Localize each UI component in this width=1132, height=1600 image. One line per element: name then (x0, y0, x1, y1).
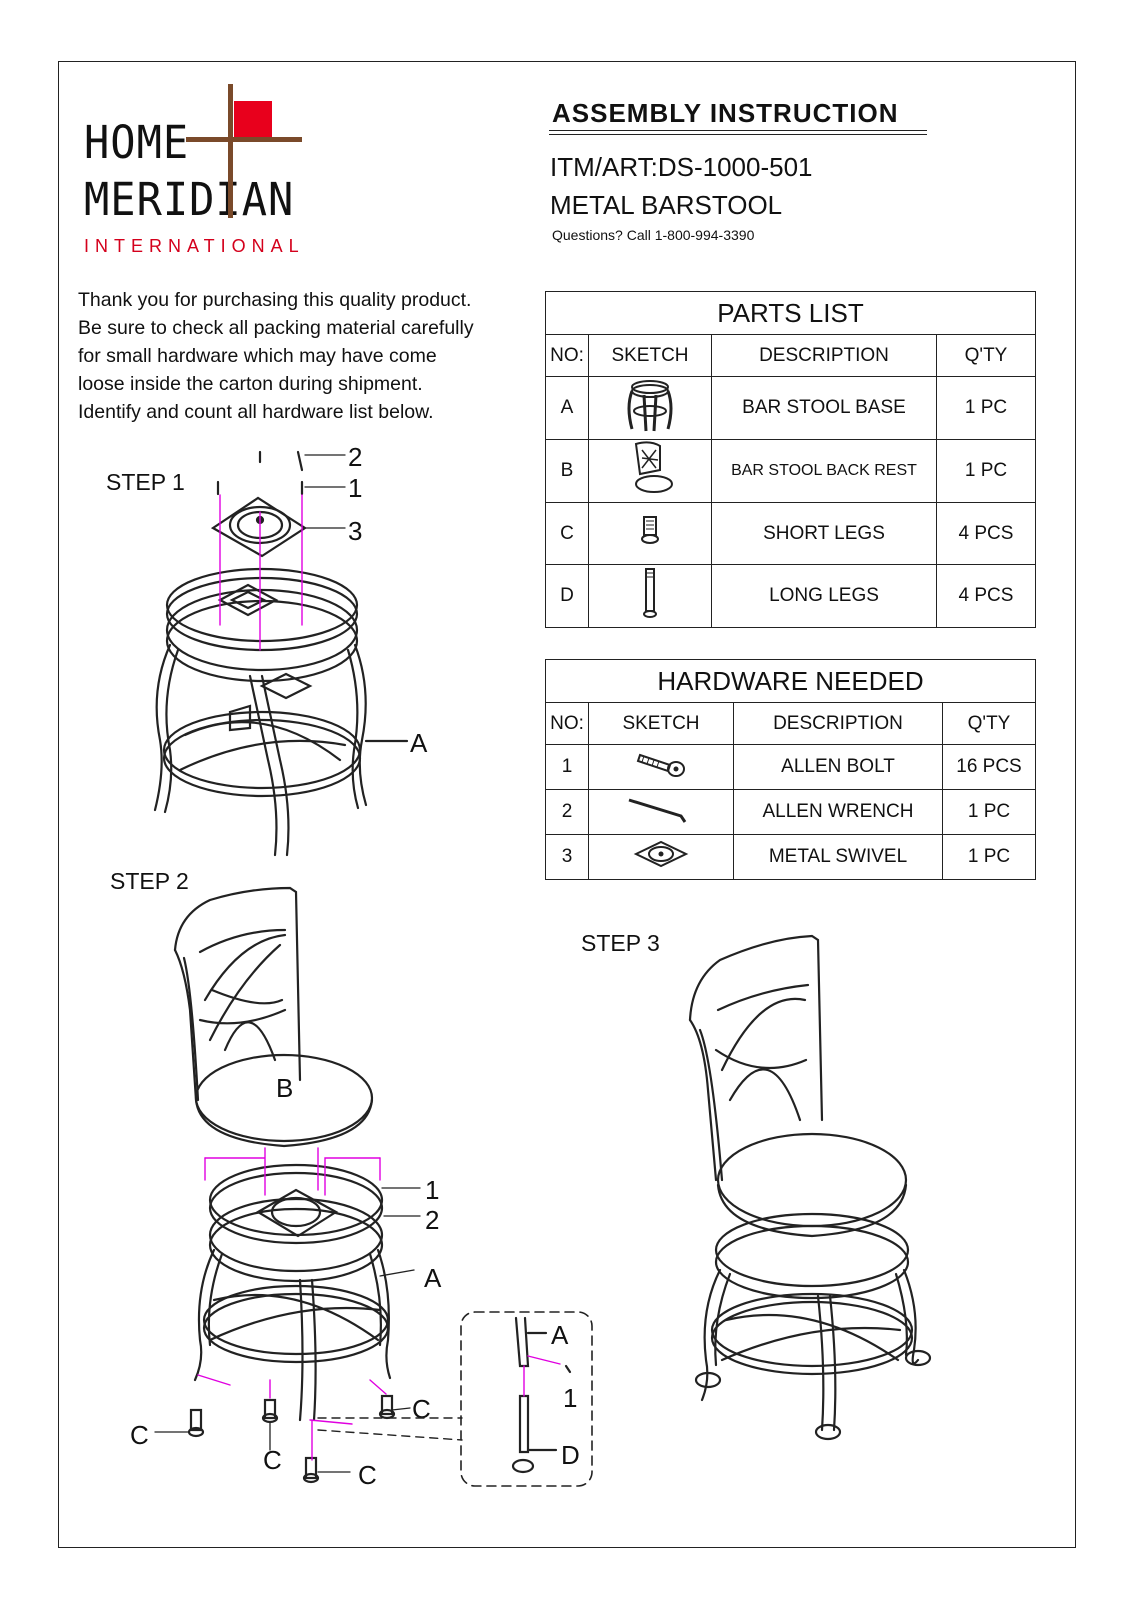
callout-1: 1 (425, 1175, 440, 1205)
logo-cross-horizontal (186, 137, 302, 142)
parts-list-title: PARTS LIST (545, 291, 1036, 335)
short-leg-icon (588, 502, 712, 565)
part-no: A (545, 376, 589, 440)
long-leg-icon (588, 564, 712, 628)
callout-c: C (358, 1460, 377, 1490)
col-no: NO: (545, 334, 589, 377)
logo-meridian: MERIDIAN (84, 173, 295, 226)
hardware-no: 2 (545, 789, 589, 835)
step2-label: STEP 2 (110, 868, 189, 894)
callout-3: 3 (348, 516, 363, 546)
table-row: 2 ALLEN WRENCH 1 PC (545, 789, 1036, 835)
col-sketch: SKETCH (588, 702, 734, 745)
intro-text: Thank you for purchasing this quality pr… (78, 286, 558, 426)
part-qty: 1 PC (936, 439, 1036, 503)
callout-1: 1 (563, 1383, 578, 1413)
table-row: 3 METAL SWIVEL 1 PC (545, 834, 1036, 880)
hardware-no: 1 (545, 744, 589, 790)
part-no: D (545, 564, 589, 628)
callout-a: A (410, 728, 428, 758)
callout-c: C (412, 1394, 431, 1424)
step1-label: STEP 1 (106, 469, 185, 495)
part-description: LONG LEGS (711, 564, 937, 628)
hardware-description: METAL SWIVEL (733, 834, 943, 880)
table-row: B BAR STOOL BACK REST 1 PC (545, 439, 1036, 503)
col-no: NO: (545, 702, 589, 745)
callout-2: 2 (425, 1205, 440, 1235)
title-underline (549, 130, 927, 135)
step3-label: STEP 3 (581, 930, 660, 956)
part-description: BAR STOOL BACK REST (711, 439, 937, 503)
metal-swivel-icon (588, 834, 734, 880)
intro-line: Thank you for purchasing this quality pr… (78, 289, 472, 311)
page-frame (58, 61, 1076, 1548)
parts-list-table: PARTS LIST NO: SKETCH DESCRIPTION Q'TY A… (545, 291, 1036, 628)
hardware-qty: 1 PC (942, 789, 1036, 835)
col-sketch: SKETCH (588, 334, 712, 377)
hardware-table: HARDWARE NEEDED NO: SKETCH DESCRIPTION Q… (545, 659, 1036, 880)
callout-a: A (551, 1320, 569, 1350)
intro-line: Be sure to check all packing material ca… (78, 317, 474, 339)
part-qty: 4 PCS (936, 564, 1036, 628)
col-description: DESCRIPTION (733, 702, 943, 745)
product-name: METAL BARSTOOL (550, 190, 783, 220)
intro-line: for small hardware which may have come (78, 345, 437, 367)
item-number: ITM/ART:DS-1000-501 (550, 152, 813, 182)
part-no: B (545, 439, 589, 503)
col-description: DESCRIPTION (711, 334, 937, 377)
part-qty: 1 PC (936, 376, 1036, 440)
logo-red-square (234, 101, 272, 137)
callout-b: B (276, 1073, 294, 1103)
bar-stool-base-icon (588, 376, 712, 440)
hardware-title: HARDWARE NEEDED (545, 659, 1036, 703)
part-description: SHORT LEGS (711, 502, 937, 565)
callout-c: C (130, 1420, 149, 1450)
logo-international: INTERNATIONAL (84, 236, 305, 256)
hardware-description: ALLEN WRENCH (733, 789, 943, 835)
support-phone: Questions? Call 1-800-994-3390 (552, 227, 755, 243)
allen-bolt-icon (588, 744, 734, 790)
callout-a: A (424, 1263, 442, 1293)
part-qty: 4 PCS (936, 502, 1036, 565)
table-row: D LONG LEGS 4 PCS (545, 564, 1036, 628)
callout-d: D (561, 1440, 580, 1470)
allen-wrench-icon (588, 789, 734, 835)
table-row: C SHORT LEGS 4 PCS (545, 502, 1036, 565)
part-description: BAR STOOL BASE (711, 376, 937, 440)
logo-cross-vertical (228, 84, 233, 218)
intro-line: loose inside the carton during shipment. (78, 373, 423, 395)
hardware-description: ALLEN BOLT (733, 744, 943, 790)
table-row: A BAR STOOL BASE 1 PC (545, 376, 1036, 440)
logo-home: HOME (84, 116, 190, 169)
callout-c: C (263, 1445, 282, 1475)
hardware-qty: 1 PC (942, 834, 1036, 880)
callout-2: 2 (348, 442, 363, 472)
hardware-no: 3 (545, 834, 589, 880)
col-qty: Q'TY (936, 334, 1036, 377)
document-title: ASSEMBLY INSTRUCTION (552, 98, 899, 128)
part-no: C (545, 502, 589, 565)
intro-line: Identify and count all hardware list bel… (78, 401, 434, 423)
hardware-qty: 16 PCS (942, 744, 1036, 790)
callout-1: 1 (348, 473, 363, 503)
table-row: 1 ALLEN BOLT 16 PCS (545, 744, 1036, 790)
back-rest-icon (588, 439, 712, 503)
col-qty: Q'TY (942, 702, 1036, 745)
